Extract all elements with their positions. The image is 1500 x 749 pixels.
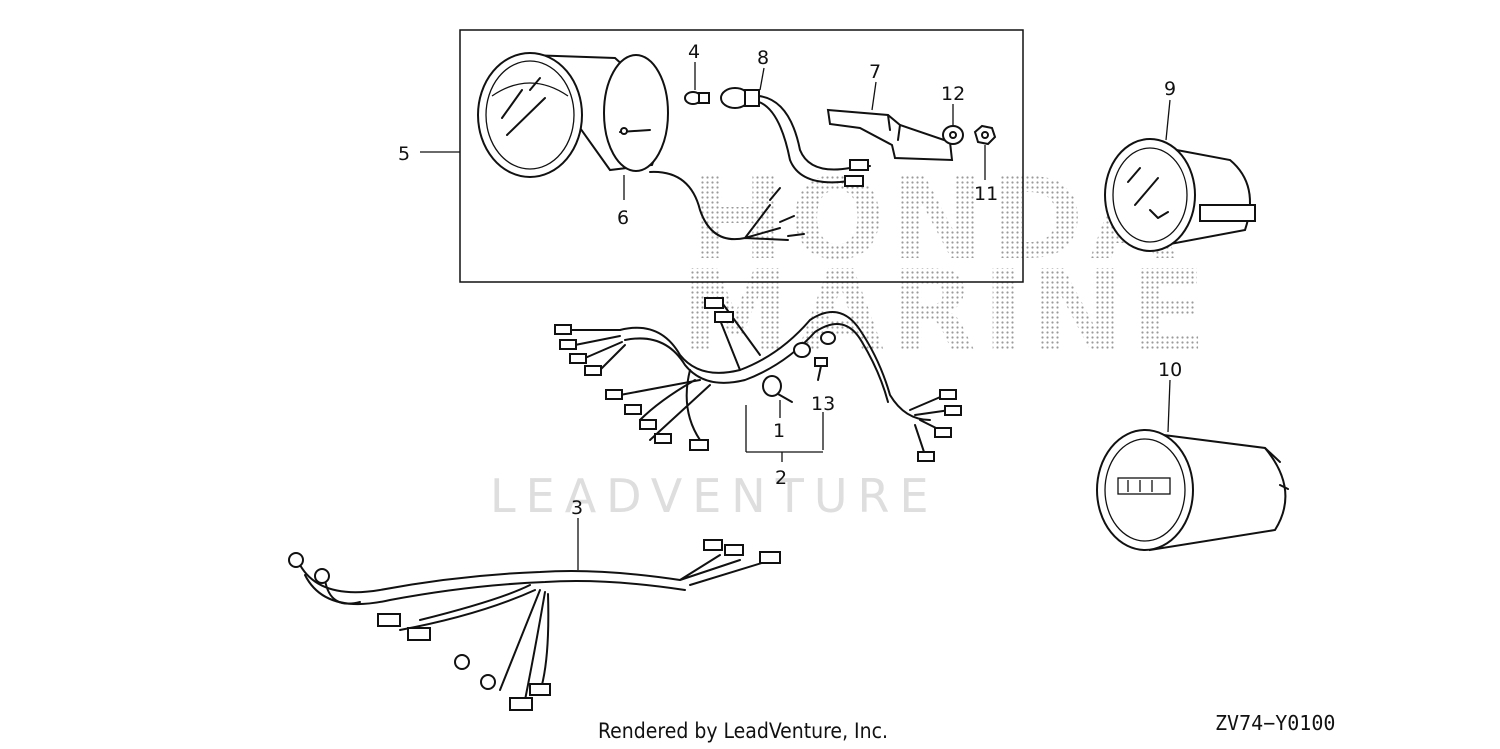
footer-credit: Rendered by LeadVenture, Inc.	[598, 719, 888, 743]
callout-11: 11	[974, 183, 998, 205]
main-harness-part[interactable]	[554, 297, 962, 462]
diagram-code: ZV74−Y0100	[1215, 711, 1335, 735]
callout-4: 4	[688, 41, 700, 63]
sub-harness-part[interactable]	[288, 539, 781, 711]
honda-marine-watermark: HONDA MARINE	[680, 155, 1212, 377]
leadventure-watermark: LEADVENTURE	[490, 469, 939, 523]
tachometer-assembly[interactable]	[477, 52, 805, 241]
callout-6: 6	[617, 207, 629, 229]
assembly-group-box	[459, 29, 1024, 283]
callout-1: 1	[773, 420, 785, 442]
callout-labels: 5 6 4 8 7 12 11 9 10 1 13 2 3	[398, 41, 1182, 519]
sub-harness-connectors	[288, 539, 781, 711]
callout-13: 13	[811, 393, 835, 415]
callout-9: 9	[1164, 78, 1176, 100]
bolt-part[interactable]	[814, 357, 828, 381]
leader-lines	[420, 62, 1171, 570]
callout-12: 12	[941, 83, 965, 105]
callout-8: 8	[757, 47, 769, 69]
bulb-part[interactable]	[684, 91, 710, 105]
watermark-brand-line1: HONDA	[690, 155, 1182, 285]
callout-2: 2	[775, 467, 787, 489]
nut-part[interactable]	[973, 124, 997, 146]
callout-10: 10	[1158, 359, 1182, 381]
socket-wire-part[interactable]	[720, 87, 871, 187]
callout-5: 5	[398, 143, 410, 165]
callout-7: 7	[869, 61, 881, 83]
washer-part[interactable]	[942, 125, 964, 145]
harness-connectors	[554, 297, 962, 462]
clip-part[interactable]	[762, 375, 793, 403]
bracket-part[interactable]	[826, 108, 954, 162]
callout-3: 3	[571, 497, 583, 519]
hour-meter-part-10[interactable]	[1096, 429, 1289, 552]
gauge-part-9[interactable]	[1104, 138, 1256, 252]
watermark-brand-line2: MARINE	[680, 247, 1212, 377]
